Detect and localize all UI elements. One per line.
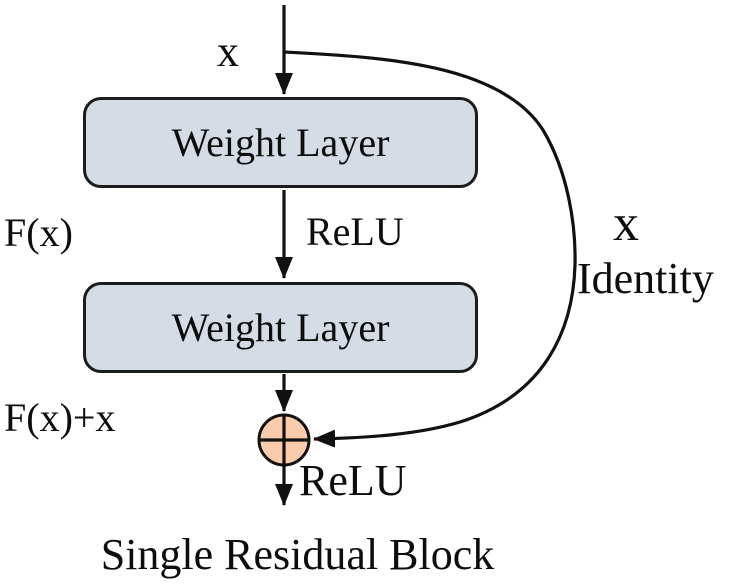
diagram-title: Single Residual Block xyxy=(100,530,495,579)
identity-label: Identity xyxy=(577,254,714,303)
skip-connection-curve xyxy=(283,50,577,448)
weight-layer-2-box: Weight Layer xyxy=(83,282,478,373)
weight-layer-1-label: Weight Layer xyxy=(171,119,390,165)
plus-icon xyxy=(259,415,309,465)
input-x-label: x xyxy=(217,27,239,76)
relu-mid-label: ReLU xyxy=(306,209,404,254)
relu-out-label: ReLU xyxy=(299,456,407,505)
weight-layer-1-box: Weight Layer xyxy=(83,97,478,188)
weight-layer-2-label: Weight Layer xyxy=(171,304,390,350)
fx-label: F(x) xyxy=(4,210,73,255)
identity-x-label: x xyxy=(613,195,639,252)
fx-plus-x-label: F(x)+x xyxy=(4,395,116,440)
